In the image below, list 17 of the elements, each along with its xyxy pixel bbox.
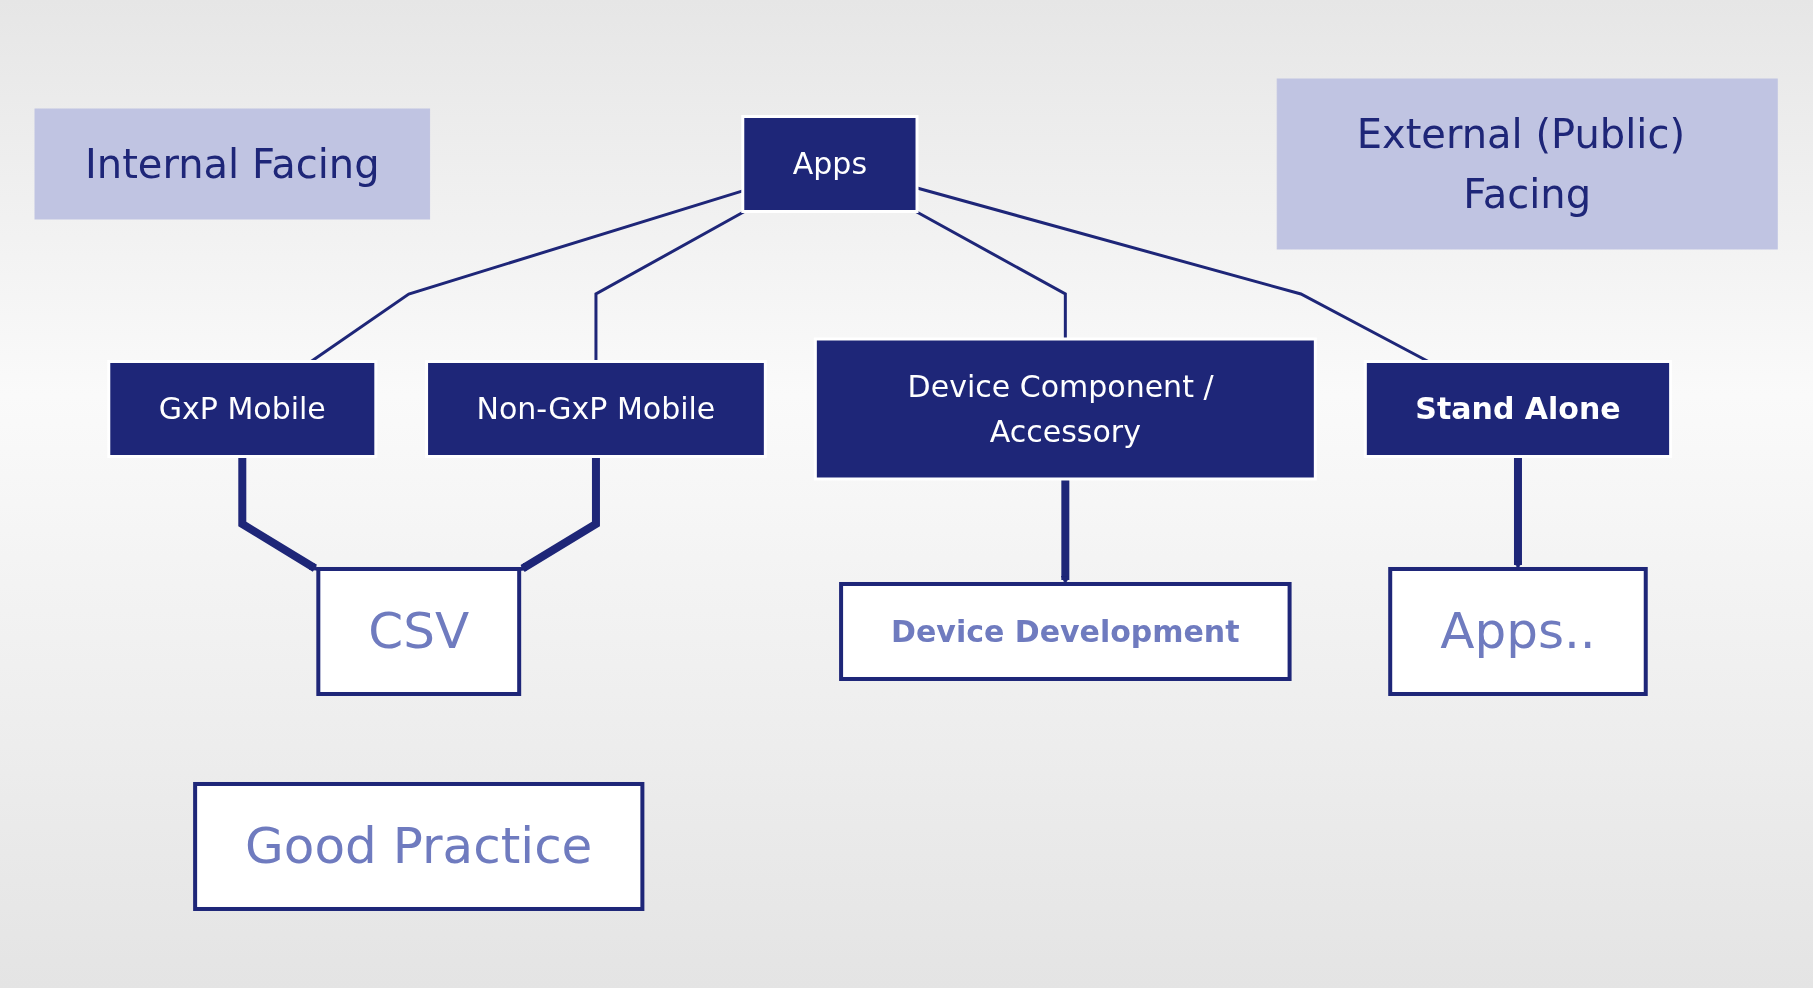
node-box: External (Public) Facing <box>1277 78 1779 250</box>
node-box: GxP Mobile <box>107 360 378 458</box>
connector <box>594 210 746 362</box>
node-box: Apps.. <box>1388 567 1649 696</box>
node-box: Non-GxP Mobile <box>425 360 768 458</box>
arrow <box>1513 456 1523 570</box>
arrow <box>519 456 601 572</box>
node-box: Good Practice <box>193 782 645 911</box>
connector <box>915 210 1068 339</box>
arrow <box>1061 479 1071 585</box>
arrow <box>238 456 320 572</box>
node-box: Apps <box>741 115 919 213</box>
node-box: Internal Facing <box>34 108 431 220</box>
node-box: Stand Alone <box>1364 360 1673 458</box>
node-box: CSV <box>316 567 522 696</box>
node-box: Device Development <box>839 582 1292 681</box>
node-box: Device Component / Accessory <box>814 337 1318 481</box>
